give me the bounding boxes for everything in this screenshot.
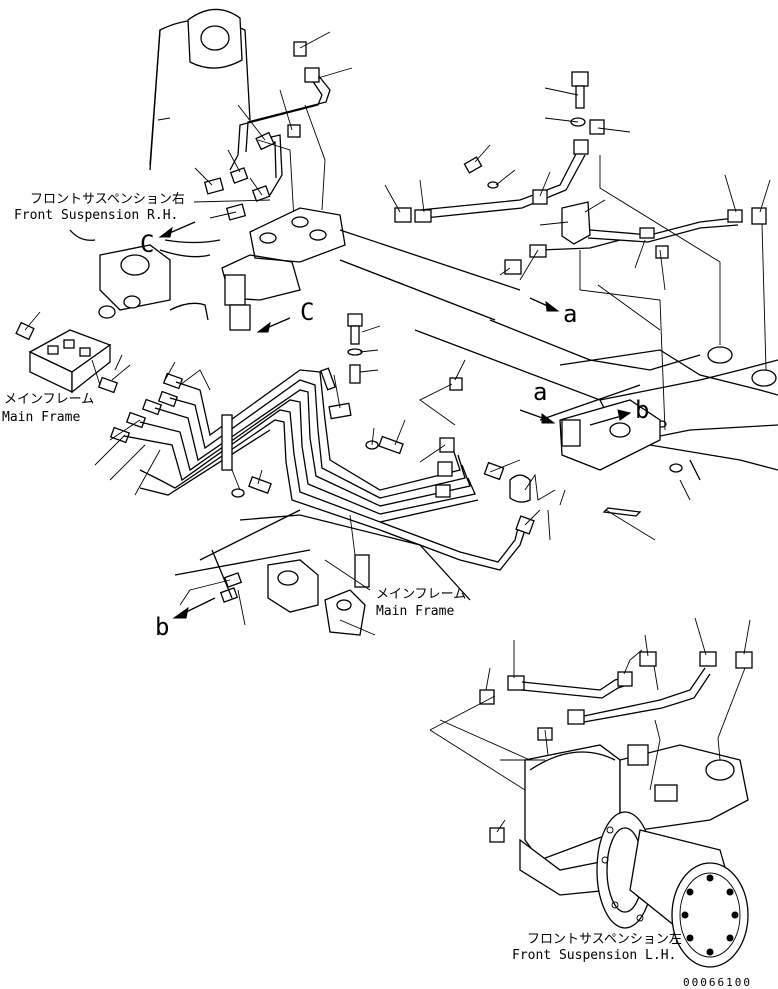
main-frame-left-label-en: Main Frame — [2, 410, 81, 425]
top-left-leaders — [193, 31, 353, 221]
ref-b-left: b — [155, 613, 170, 641]
top-left-pipes — [203, 41, 331, 221]
main-frame-center-label-en: Main Frame — [376, 604, 455, 619]
bolt-stack-middle — [231, 313, 463, 498]
front-suspension-rh-label-en: Front Suspension R.H. — [14, 208, 179, 223]
drawing-code: 00066100 — [683, 976, 752, 989]
suspension-mount-rh — [69, 207, 521, 331]
main-frame-left-label-jp: メインフレーム — [4, 392, 95, 407]
top-right-leaders — [384, 87, 771, 431]
bundled-tubes — [123, 367, 535, 588]
ref-b-right: b — [635, 396, 650, 424]
left-leaders — [24, 311, 691, 636]
front-suspension-lh-label-en: Front Suspension L.H. — [512, 948, 677, 963]
front-suspension-lh — [519, 744, 749, 968]
main-frame-rh — [414, 319, 778, 517]
c-arrow-markers — [158, 221, 291, 333]
b-arrow-left — [172, 597, 216, 619]
front-suspension-rh-label-jp: フロントサスペンション右 — [30, 192, 185, 207]
lower-right-pipes — [479, 651, 753, 843]
left-connector-block — [15, 321, 184, 444]
ref-a-lower: a — [533, 378, 548, 406]
ref-a-upper: a — [563, 300, 578, 328]
lower-right-leaders — [429, 617, 751, 833]
front-suspension-lh-label-jp: フロントサスペンション左 — [527, 932, 682, 947]
ref-c-top: C — [140, 230, 155, 258]
ab-arrows-right — [519, 297, 632, 426]
ref-c-mid: C — [300, 298, 315, 326]
front-suspension-rh-cylinder — [149, 8, 251, 171]
main-frame-center-label-jp: メインフレーム — [376, 587, 467, 602]
top-right-hoses — [394, 71, 767, 275]
frame-bracket-lower — [174, 509, 471, 636]
